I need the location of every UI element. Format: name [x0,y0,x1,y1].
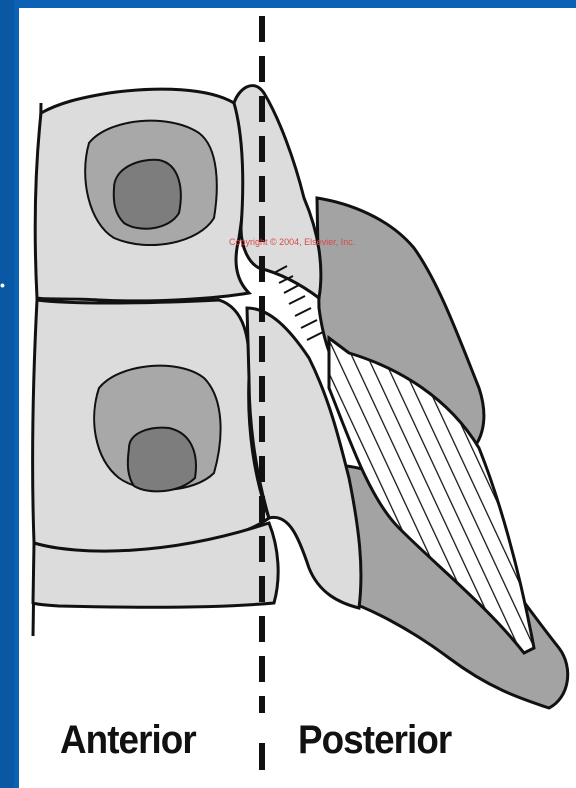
upper-foramen-inner [114,160,181,229]
spine-diagram [19,8,576,788]
label-posterior: Posterior [298,718,451,763]
bullet-marker: • [0,281,10,289]
copyright-text: Copyright © 2004, Elsevier, Inc. [229,237,355,247]
label-anterior: Anterior [60,718,196,763]
lower-foramen-inner [128,428,196,492]
upper-arch [234,86,321,298]
